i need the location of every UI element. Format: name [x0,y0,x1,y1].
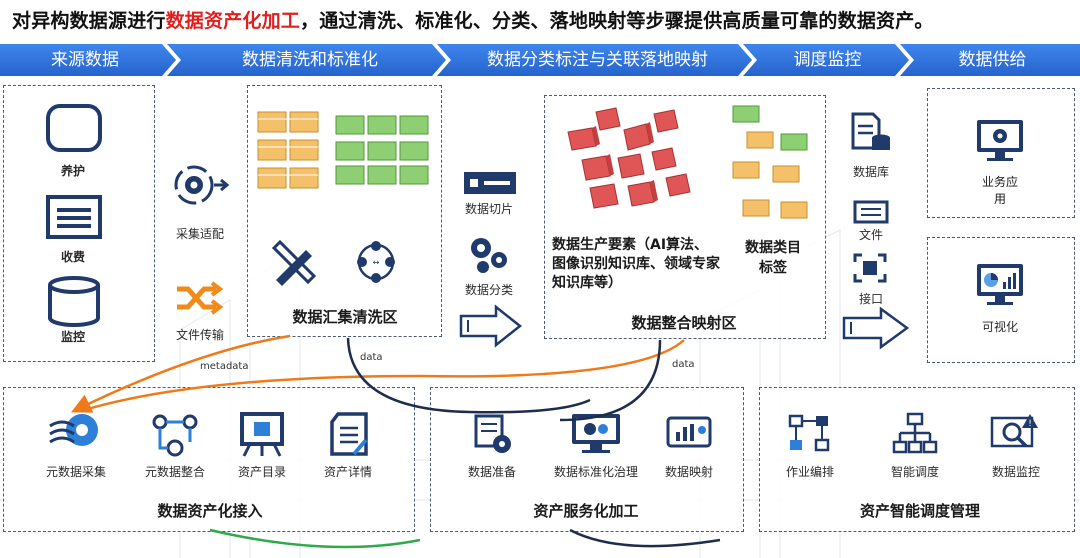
slice-icon [464,172,516,194]
dashboard-icon [977,264,1023,305]
toll-icon [46,195,102,239]
file-icon [853,200,889,224]
supply-business-app: 业务应用 [981,175,1018,206]
service-link-dark [569,528,721,548]
stage-cleansing: 数据清洗和标准化 [242,50,378,70]
side-data-slice: 数据切片 [464,202,513,216]
category-tags-text: 数据类目标签 [745,240,801,276]
headline-suffix: ，通过清洗、标准化、分类、落地映射等步骤提供高质量可靠的数据资产。 [300,10,934,32]
database-icon [48,276,100,327]
schedule-panel [759,387,1075,532]
asset-detail-icon [330,412,368,456]
stage-chevron-4 [743,44,909,76]
flow-arrow-right-2 [842,306,910,350]
metadata-collect-icon [49,414,98,446]
data-tables-icon [257,111,429,189]
network-gear-icon: ↔ [357,241,395,283]
collect-adapter-icon [174,165,230,205]
metadata-curve-1 [70,334,291,413]
access-item-metadata-integrate: 元数据整合 [144,465,205,479]
tag-tables-icon [732,105,808,219]
data-label-2: data [672,359,695,370]
headline-prefix: 对异构数据源进行 [12,10,166,32]
data-curve-2 [559,339,662,422]
stage-source: 来源数据 [51,50,119,70]
source-item-monitor: 监控 [60,330,85,344]
access-item-metadata-collect: 元数据采集 [45,465,106,479]
standardize-icon [572,414,620,453]
side-interface: 接口 [858,292,883,306]
stage-bar [0,44,1080,76]
stage-chevron-5 [900,44,1080,76]
side-data-classify: 数据分类 [464,283,513,297]
service-link-green [209,528,421,549]
maintenance-icon [46,104,102,152]
schedule-item-data-monitor: 数据监控 [991,465,1040,479]
gears-icon [471,238,507,273]
side-collect-adapter: 采集适配 [175,227,224,241]
flow-arrow-right-1 [459,304,523,348]
access-item-asset-detail: 资产详情 [323,465,372,479]
schedule-item-smart-schedule: 智能调度 [890,465,939,479]
data-monitor-icon: ! [990,414,1038,448]
ruler-pencil-icon [271,239,317,286]
cleansing-box-title: 数据汇集清洗区 [292,308,398,326]
access-item-asset-catalog: 资产目录 [237,465,286,479]
interface-icon [853,253,887,283]
stage-chevron-3 [437,44,752,76]
source-box [3,85,155,362]
production-elements-text: 数据生产要素（AI算法、图像识别知识库、领域专家知识库等） [552,237,720,291]
stage-monitor: 调度监控 [793,50,862,70]
service-item-data-prepare: 数据准备 [467,465,516,479]
stage-supply: 数据供给 [958,50,1027,70]
production-elements-cubes [567,107,691,209]
schedule-item-job-orchestration: 作业编排 [785,465,834,479]
stage-mapping: 数据分类标注与关联落地映射 [487,50,708,70]
metadata-integrate-icon [152,414,198,457]
stage-chevron-1 [0,44,176,76]
metadata-label: metadata [200,361,249,372]
headline: 对异构数据源进行数据资产化加工，通过清洗、标准化、分类、落地映射等步骤提供高质量… [12,6,934,33]
stage-chevron-2 [167,44,446,76]
data-prepare-icon [474,414,511,453]
stage-labels: 来源数据 数据清洗和标准化 数据分类标注与关联落地映射 调度监控 数据供给 [0,44,1080,76]
monitor-gear-icon [977,120,1023,161]
supply-visualization: 可视化 [981,320,1018,334]
service-item-data-map: 数据映射 [664,465,713,479]
service-item-standardize: 数据标准化治理 [553,465,638,479]
asset-catalog-icon [240,412,284,457]
side-database: 数据库 [852,165,889,179]
mapping-box-title: 数据整合映射区 [631,314,737,332]
svg-text:↔: ↔ [373,258,380,267]
data-curve-1 [346,337,591,414]
database-file-icon [851,112,890,150]
data-map-icon [666,416,712,448]
side-file-transfer: 文件传输 [175,328,224,342]
access-panel-title: 数据资产化接入 [157,502,263,520]
svg-text:!: ! [1028,419,1032,429]
shuffle-icon [177,281,224,315]
smart-schedule-icon [892,412,938,454]
job-orchestration-icon [788,414,830,452]
source-item-toll: 收费 [60,250,85,264]
service-panel-title: 资产服务化加工 [533,502,639,520]
source-item-maintenance: 养护 [60,164,85,178]
data-label-1: data [360,352,383,363]
schedule-panel-title: 资产智能调度管理 [859,502,980,520]
side-file: 文件 [858,228,883,242]
headline-highlight: 数据资产化加工 [165,10,301,32]
metadata-curve-2 [83,339,685,412]
